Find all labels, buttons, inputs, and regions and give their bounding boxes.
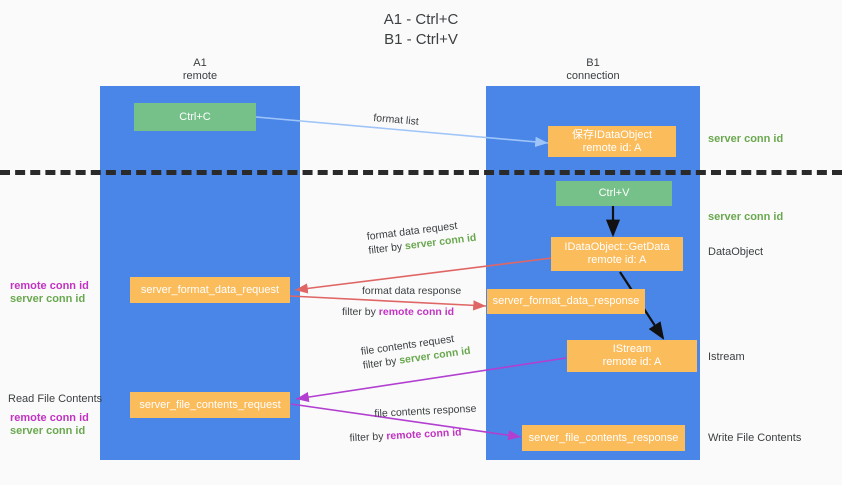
node-ctrl-v-label: Ctrl+V (598, 187, 630, 199)
arrow-format-data-response (289, 295, 487, 311)
node-server-format-data-response[interactable]: server_format_data_response (487, 289, 645, 314)
node-server-file-contents-response-label: server_file_contents_response (528, 431, 679, 444)
phase-divider (0, 170, 842, 175)
arrow-file-contents-request (295, 357, 567, 403)
note-server-conn-id-bottom-left: server conn id (10, 425, 86, 437)
node-getdata-line1: IDataObject::GetData (564, 241, 670, 253)
node-server-file-contents-request-label: server_file_contents_request (139, 398, 281, 411)
arrow-format-list (255, 116, 549, 147)
title-line-1: A1 - Ctrl+C (383, 11, 459, 28)
edge-filter-prefix-4: filter by (349, 430, 387, 445)
edge-label-file-contents-response: file contents response filter by remote … (349, 402, 478, 445)
note-write-file-contents: Write File Contents (708, 432, 802, 444)
lane-a1-name: A1 (193, 57, 207, 69)
lane-b1-sub: connection (566, 70, 620, 82)
edge-label-format-list-text: format list (372, 111, 420, 128)
arrow-format-data-request (294, 257, 553, 294)
node-save-idataobject-line1: 保存IDataObject (571, 128, 653, 141)
note-remote-conn-id-top: remote conn id (10, 280, 89, 292)
edge-filter-highlight-2: remote conn id (378, 306, 455, 318)
node-server-file-contents-request[interactable]: server_file_contents_request (130, 392, 290, 418)
node-save-idataobject-line2: remote id: A (582, 141, 642, 154)
note-istream: Istream (708, 351, 745, 363)
node-istream[interactable]: IStream remote id: A (567, 340, 697, 372)
node-getdata[interactable]: IDataObject::GetData remote id: A (551, 237, 683, 271)
arrow-file-contents-response (290, 403, 522, 441)
note-server-conn-id-top-left: server conn id (10, 293, 86, 305)
edge-label-format-data-response: format data response filter by remote co… (342, 284, 462, 319)
node-istream-line1: IStream (612, 343, 652, 355)
note-dataobject: DataObject (708, 246, 764, 258)
lane-a1-sub: remote (182, 70, 218, 82)
note-server-conn-id-top: server conn id (708, 133, 784, 145)
edge-label-format-data-response-line2: filter by remote conn id (342, 305, 461, 319)
node-getdata-line2: remote id: A (587, 254, 647, 266)
node-server-format-data-request-label: server_format_data_request (140, 283, 280, 296)
page-title: A1 - Ctrl+C B1 - Ctrl+V (0, 10, 842, 50)
node-server-format-data-response-label: server_format_data_response (492, 295, 640, 307)
note-remote-conn-id-bottom: remote conn id (10, 412, 89, 424)
note-read-file-contents: Read File Contents (8, 393, 103, 405)
edge-filter-highlight-4: remote conn id (386, 426, 462, 443)
node-ctrl-c[interactable]: Ctrl+C (134, 103, 256, 131)
node-save-idataobject[interactable]: 保存IDataObject remote id: A (548, 126, 676, 157)
edge-label-format-data-response-line1: format data response (362, 285, 462, 297)
lane-header-b1: B1 connection (513, 57, 673, 83)
edge-filter-prefix-2: filter by (342, 306, 379, 318)
node-ctrl-c-label: Ctrl+C (179, 110, 211, 123)
note-server-conn-id-mid: server conn id (708, 211, 784, 223)
node-istream-line2: remote id: A (602, 356, 662, 368)
node-server-format-data-request[interactable]: server_format_data_request (130, 277, 290, 303)
node-server-file-contents-response[interactable]: server_file_contents_response (522, 425, 685, 451)
title-line-2: B1 - Ctrl+V (384, 31, 458, 48)
lane-b1-name: B1 (586, 57, 600, 69)
lane-header-a1: A1 remote (120, 57, 280, 83)
node-ctrl-v[interactable]: Ctrl+V (556, 181, 672, 206)
